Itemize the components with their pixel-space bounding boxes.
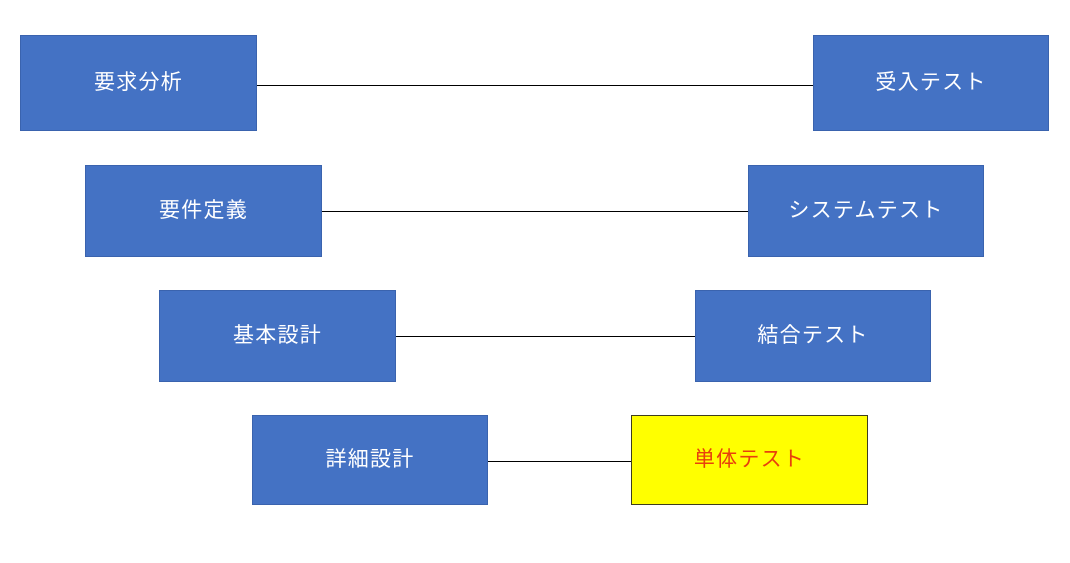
node-requirements-definition[interactable]: 要件定義 xyxy=(85,165,322,257)
node-acceptance-test[interactable]: 受入テスト xyxy=(813,35,1049,131)
node-label: システムテスト xyxy=(788,199,944,223)
node-system-test[interactable]: システムテスト xyxy=(748,165,984,257)
connector-row-1 xyxy=(257,85,813,86)
connector-row-3 xyxy=(396,336,695,337)
connector-row-4 xyxy=(488,461,631,462)
node-label: 受入テスト xyxy=(875,71,987,95)
connector-row-2 xyxy=(322,211,748,212)
node-basic-design[interactable]: 基本設計 xyxy=(159,290,396,382)
node-requirements-analysis[interactable]: 要求分析 xyxy=(20,35,257,131)
node-label: 単体テスト xyxy=(693,448,806,472)
node-unit-test[interactable]: 単体テスト xyxy=(631,415,868,505)
node-label: 基本設計 xyxy=(232,324,323,348)
node-integration-test[interactable]: 結合テスト xyxy=(695,290,931,382)
node-label: 詳細設計 xyxy=(325,448,415,472)
node-detailed-design[interactable]: 詳細設計 xyxy=(252,415,488,505)
node-label: 結合テスト xyxy=(757,324,869,348)
node-label: 要件定義 xyxy=(158,199,249,223)
node-label: 要求分析 xyxy=(93,71,184,95)
